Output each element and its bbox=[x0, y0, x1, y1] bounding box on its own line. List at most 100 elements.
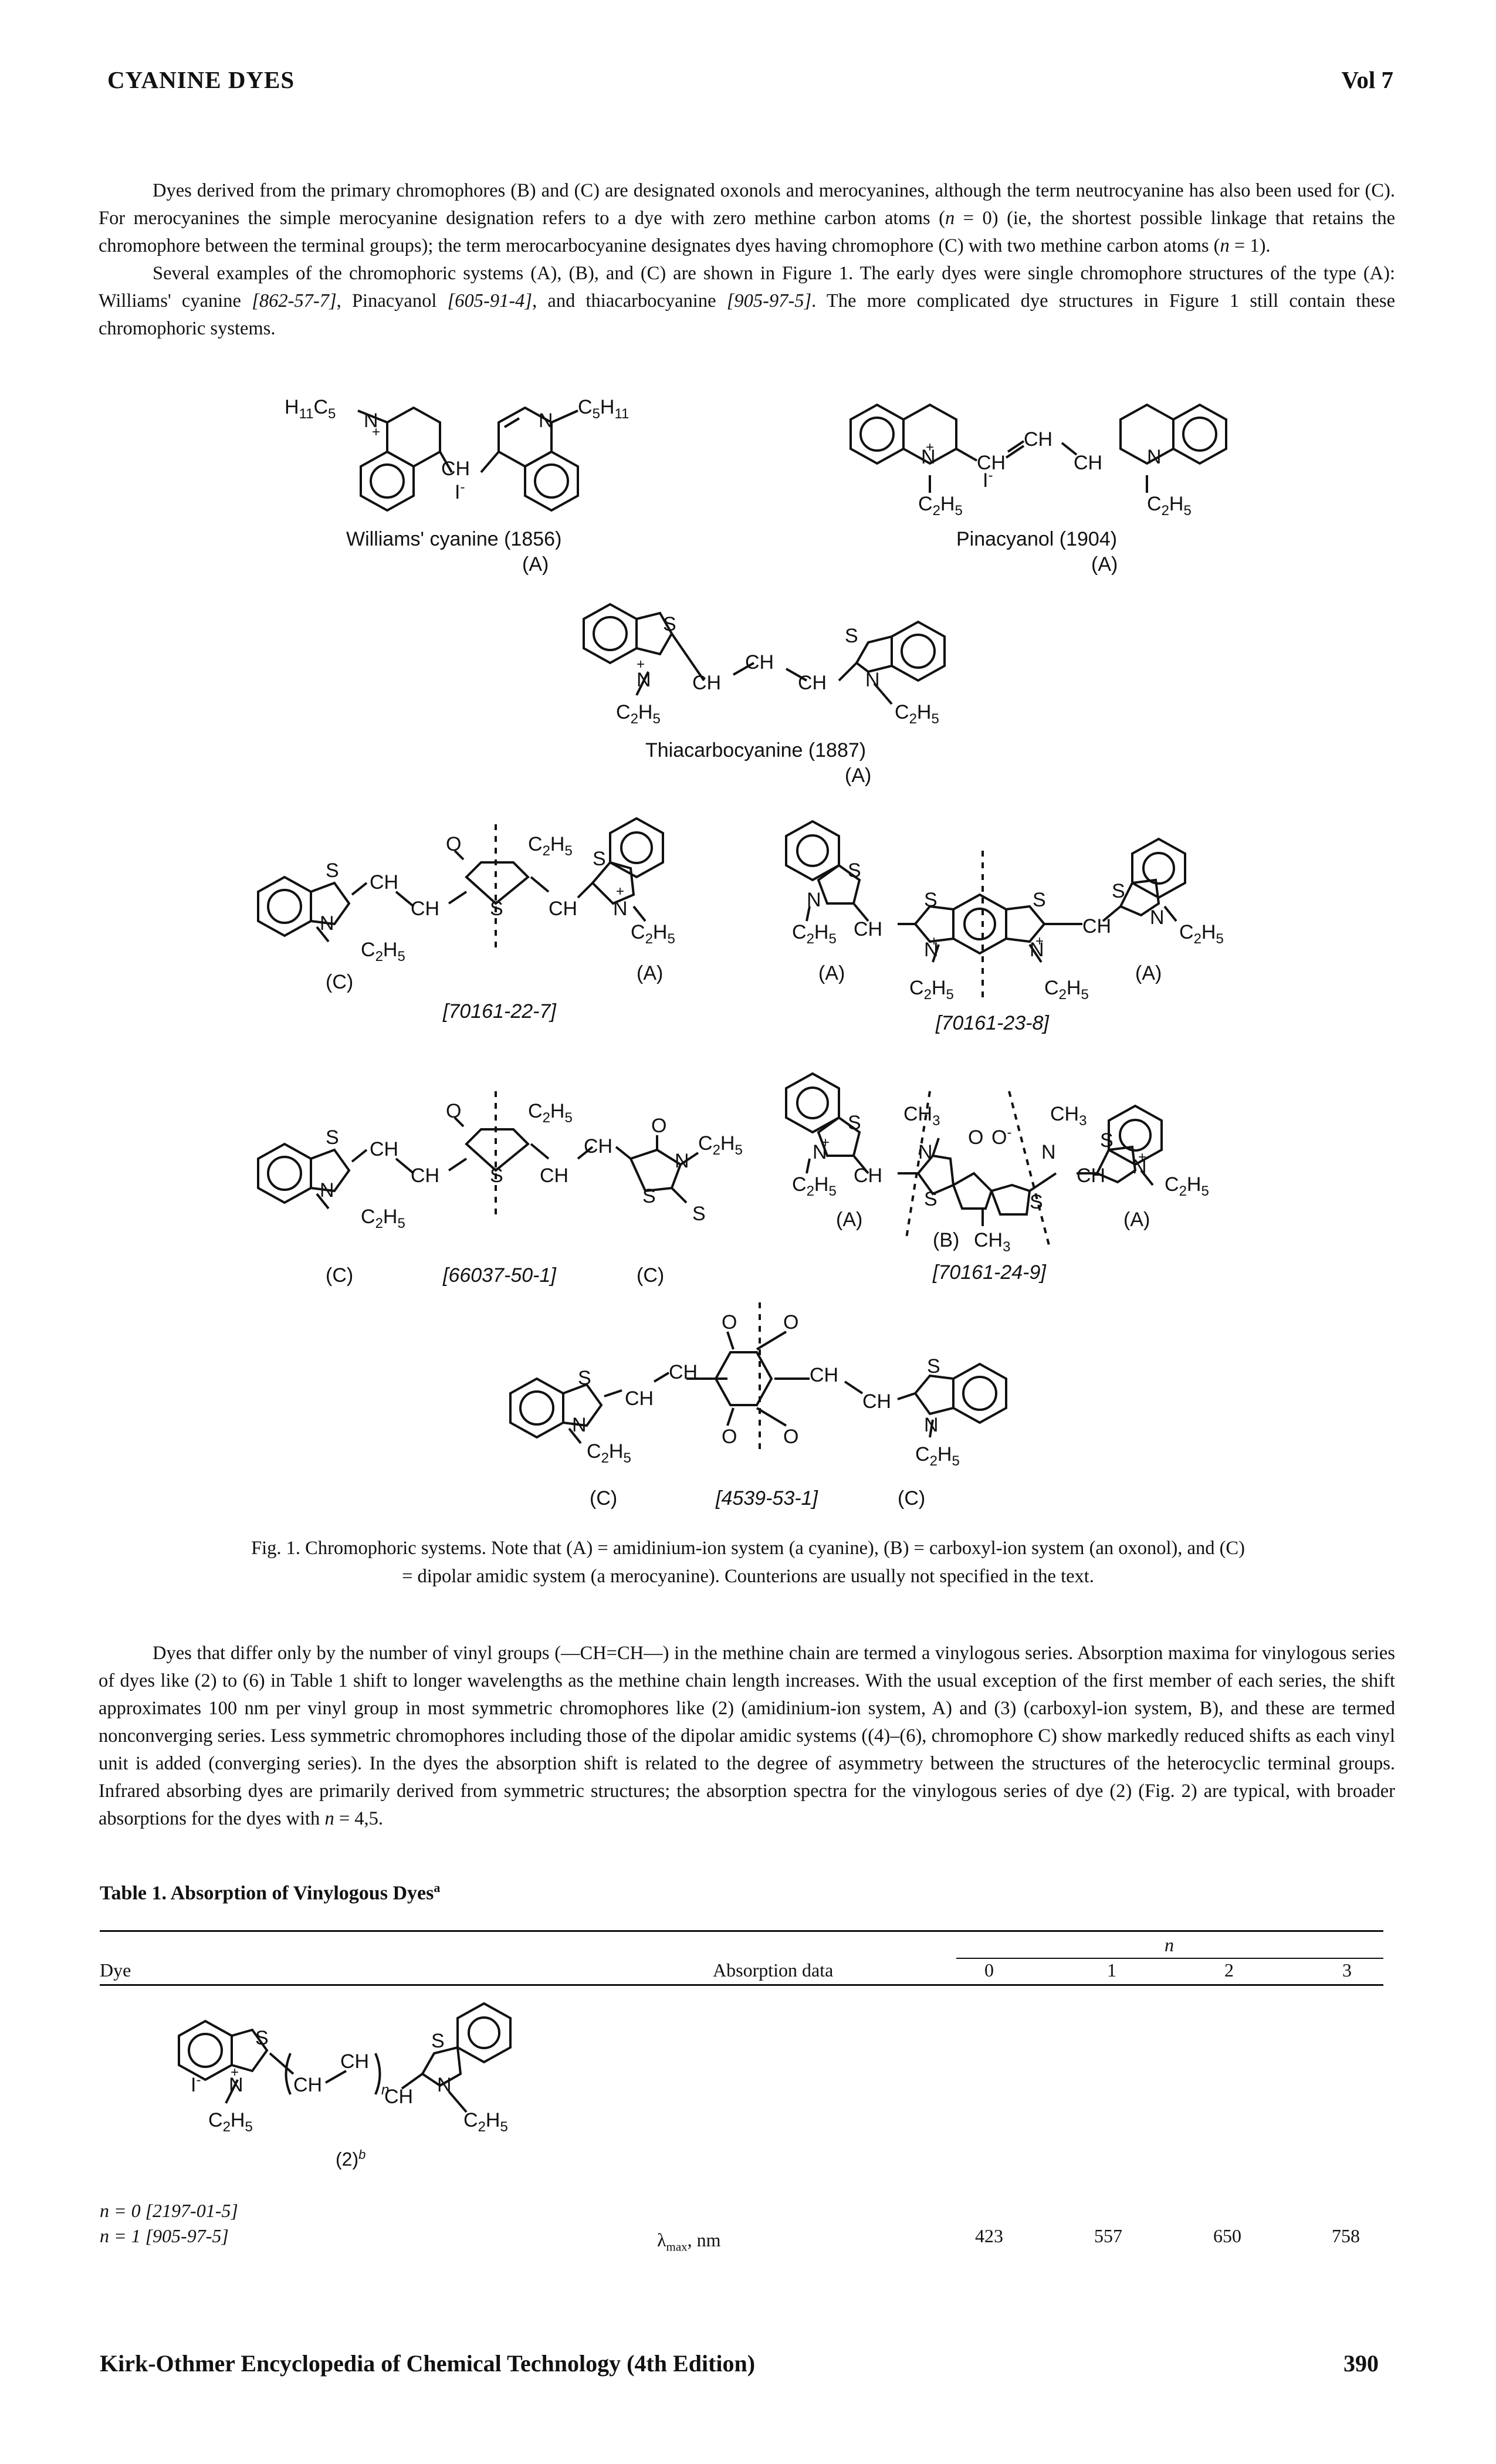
label-b: (B) bbox=[933, 1229, 959, 1251]
svg-text:C5H11: C5H11 bbox=[578, 396, 629, 422]
col-header-dye: Dye bbox=[100, 1959, 131, 1981]
svg-text:S: S bbox=[490, 1165, 503, 1187]
structure-4539-53-1 bbox=[509, 1302, 1007, 1455]
svg-text:N: N bbox=[572, 1414, 587, 1436]
svg-text:O: O bbox=[968, 1126, 983, 1149]
svg-text:S: S bbox=[924, 889, 937, 911]
svg-text:N: N bbox=[924, 939, 939, 961]
label-a-5: (A) bbox=[1123, 1209, 1150, 1231]
svg-text:S: S bbox=[578, 1367, 591, 1389]
svg-text:N: N bbox=[1132, 1156, 1147, 1178]
svg-text:S: S bbox=[924, 1188, 937, 1210]
svg-text:CH: CH bbox=[854, 1165, 882, 1187]
svg-text:N: N bbox=[364, 409, 378, 432]
svg-text:O: O bbox=[783, 1426, 798, 1448]
svg-text:N: N bbox=[813, 1141, 827, 1163]
structure-66037-50-1 bbox=[257, 1091, 699, 1217]
svg-text:CH: CH bbox=[340, 2050, 369, 2073]
svg-text:C2H5: C2H5 bbox=[528, 833, 573, 859]
svg-text:C2H5: C2H5 bbox=[361, 1206, 405, 1231]
svg-text:S: S bbox=[1100, 1129, 1113, 1152]
svg-text:C2H5: C2H5 bbox=[208, 2109, 253, 2135]
svg-text:CH: CH bbox=[692, 672, 721, 694]
svg-text:C2H5: C2H5 bbox=[616, 701, 661, 727]
svg-text:O: O bbox=[783, 1311, 798, 1333]
svg-text:CH: CH bbox=[798, 672, 827, 694]
figure-1-structures: H11C5 N + CH I- N C5H11 Williams' cyanin… bbox=[257, 396, 1227, 1509]
pinacyanol-name: Pinacyanol (1904) bbox=[956, 528, 1117, 550]
svg-text:CH: CH bbox=[1082, 915, 1111, 937]
svg-text:N: N bbox=[437, 2074, 452, 2096]
svg-text:+: + bbox=[637, 656, 645, 672]
williams-cyanine-structure bbox=[357, 406, 579, 512]
svg-text:S: S bbox=[1033, 889, 1046, 911]
svg-text:n: n bbox=[381, 2082, 389, 2098]
svg-text:S: S bbox=[490, 898, 503, 920]
svg-text:S: S bbox=[431, 2030, 445, 2052]
value-n1: 557 bbox=[1094, 2225, 1122, 2246]
structure-70161-23-8 bbox=[785, 820, 1186, 1003]
structure-label-2: (2)b bbox=[336, 2147, 366, 2170]
structure-70161-24-9 bbox=[785, 1072, 1163, 1250]
cas-70161-22-7: [70161-22-7] bbox=[442, 1000, 557, 1023]
svg-text:O: O bbox=[722, 1426, 737, 1448]
label-c-1: (C) bbox=[326, 971, 353, 993]
label-c-4: (C) bbox=[590, 1487, 617, 1509]
svg-text:S: S bbox=[1112, 880, 1125, 902]
svg-text:S: S bbox=[1030, 1191, 1043, 1213]
svg-text:C2H5: C2H5 bbox=[918, 493, 963, 519]
label-a-2: (A) bbox=[818, 962, 845, 984]
svg-text:O: O bbox=[446, 1100, 461, 1122]
table-top-rule bbox=[100, 1930, 1383, 1932]
running-header-title: CYANINE DYES bbox=[107, 66, 295, 93]
svg-text:N: N bbox=[320, 1179, 334, 1201]
svg-text:N: N bbox=[924, 1414, 939, 1436]
svg-text:C2H5: C2H5 bbox=[463, 2109, 508, 2135]
svg-text:CH3: CH3 bbox=[1050, 1103, 1087, 1129]
caption-line-1: Fig. 1. Chromophoric systems. Note that … bbox=[251, 1538, 1245, 1559]
cas-70161-23-8: [70161-23-8] bbox=[935, 1012, 1050, 1034]
footer-book-title: Kirk-Othmer Encyclopedia of Chemical Tec… bbox=[100, 2350, 756, 2377]
svg-text:N: N bbox=[1147, 446, 1162, 468]
lambda-max-label: λmax, nm bbox=[657, 2229, 721, 2254]
svg-text:S: S bbox=[663, 613, 676, 635]
svg-text:S: S bbox=[326, 859, 339, 882]
svg-text:CH: CH bbox=[977, 452, 1006, 474]
figure-1-caption: Fig. 1. Chromophoric systems. Note that … bbox=[164, 1534, 1332, 1590]
thiacarbocyanine-name: Thiacarbocyanine (1887) bbox=[645, 739, 866, 761]
svg-text:S: S bbox=[326, 1126, 339, 1149]
svg-text:N: N bbox=[613, 898, 628, 920]
svg-text:I-: I- bbox=[191, 2072, 201, 2096]
svg-text:CH: CH bbox=[293, 2074, 322, 2096]
svg-text:C2H5: C2H5 bbox=[895, 701, 939, 727]
svg-text:S: S bbox=[848, 1112, 861, 1134]
svg-text:CH: CH bbox=[441, 458, 470, 480]
footer-page-number: 390 bbox=[1343, 2350, 1379, 2377]
svg-text:CH: CH bbox=[810, 1364, 838, 1386]
col-header-absorption: Absorption data bbox=[713, 1959, 834, 1981]
label-c-5: (C) bbox=[898, 1487, 925, 1509]
svg-text:CH: CH bbox=[854, 918, 882, 940]
svg-text:S: S bbox=[593, 848, 606, 870]
svg-text:CH: CH bbox=[384, 2086, 413, 2108]
svg-text:N: N bbox=[1150, 906, 1165, 929]
label-c-3: (C) bbox=[637, 1264, 664, 1287]
col-header-n3: 3 bbox=[1342, 1959, 1352, 1981]
structure-70161-22-7 bbox=[257, 817, 664, 950]
paragraph-2: Several examples of the chromophoric sys… bbox=[99, 263, 1396, 339]
table-1-title: Table 1. Absorption of Vinylogous Dyesa bbox=[100, 1880, 441, 1904]
label-a-4: (A) bbox=[836, 1209, 862, 1231]
svg-text:C2H5: C2H5 bbox=[1044, 977, 1089, 1003]
svg-text:C2H5: C2H5 bbox=[792, 921, 837, 947]
svg-text:CH3: CH3 bbox=[903, 1103, 940, 1129]
svg-text:CH: CH bbox=[411, 898, 439, 920]
svg-text:S: S bbox=[642, 1185, 656, 1207]
col-header-n0: 0 bbox=[984, 1959, 994, 1981]
svg-text:+: + bbox=[1035, 933, 1044, 949]
svg-text:N: N bbox=[320, 912, 334, 935]
svg-text:CH: CH bbox=[862, 1390, 891, 1413]
svg-text:CH: CH bbox=[540, 1165, 568, 1187]
svg-text:N: N bbox=[865, 669, 880, 691]
intro-paragraphs: Dyes derived from the primary chromophor… bbox=[99, 177, 1395, 343]
